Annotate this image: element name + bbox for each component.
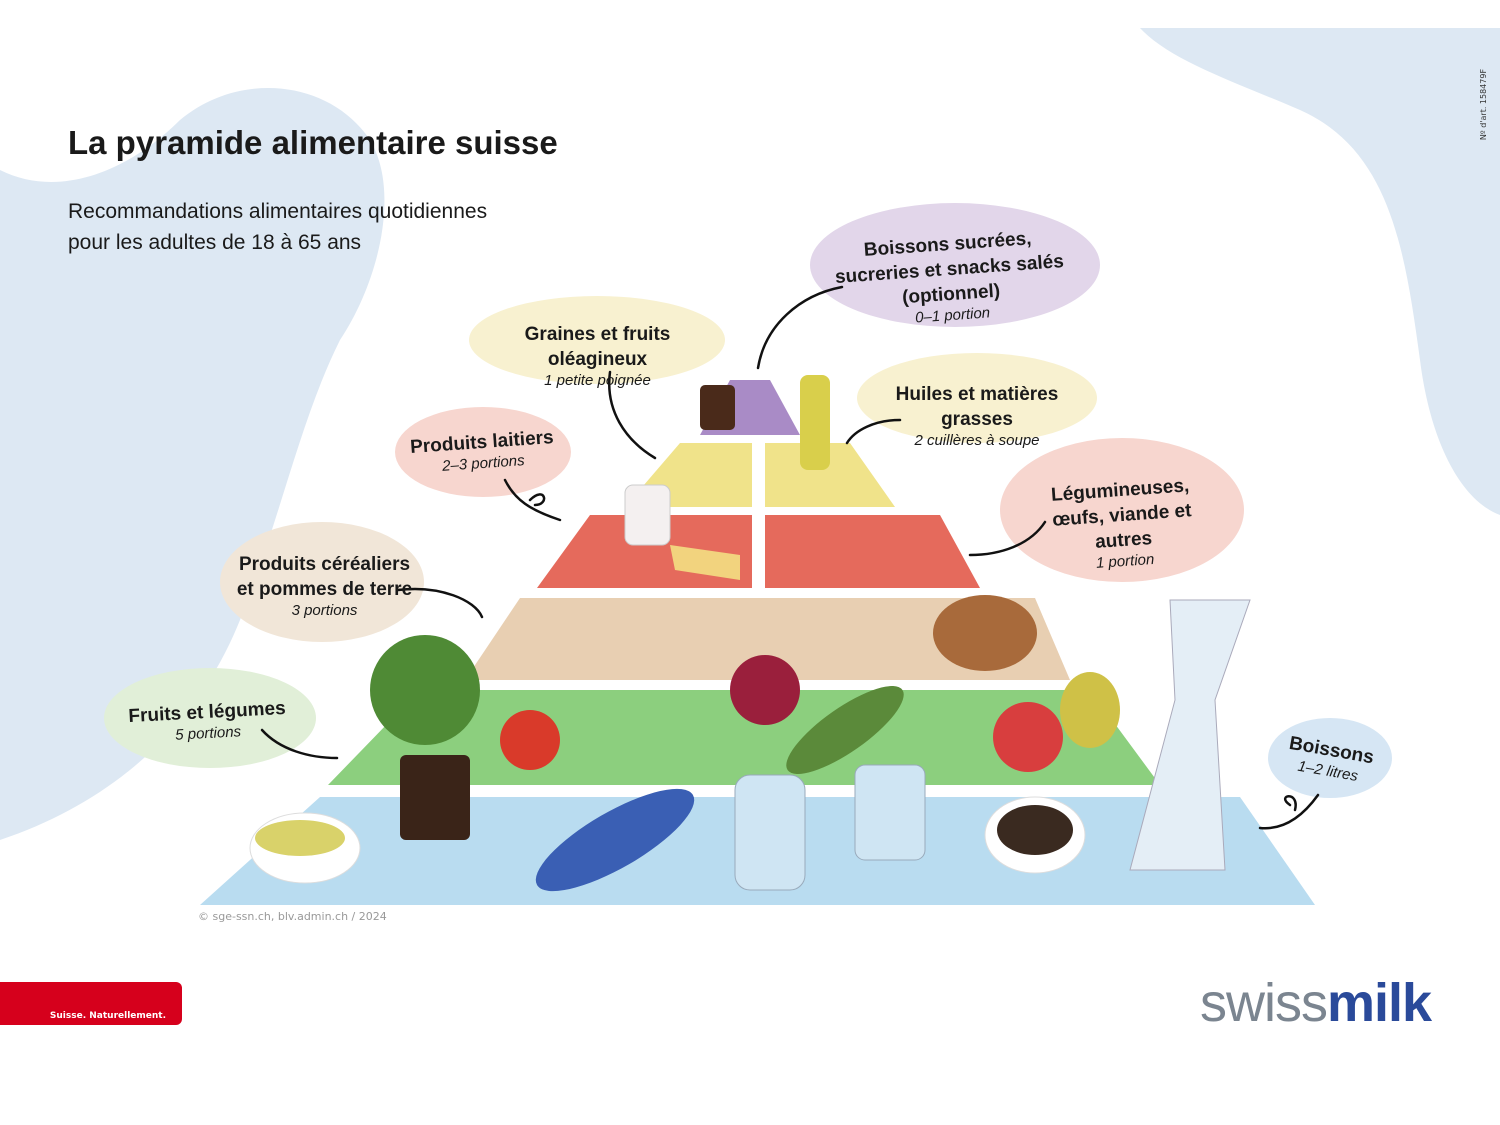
tier-cereals	[465, 598, 1070, 680]
label-title: Graines et fruits oléagineux	[524, 324, 671, 370]
bubble-oils	[857, 353, 1097, 443]
logo-part-milk: milk	[1327, 973, 1432, 1033]
page-subtitle: Recommandations alimentaires quotidienne…	[68, 196, 487, 258]
tagline: Suisse. Naturellement.	[49, 1011, 166, 1021]
swissmilk-logo: swissmilk	[1200, 972, 1432, 1034]
label-portion: 3 portions	[291, 602, 358, 619]
label-portion: 2 cuillères à soupe	[914, 432, 1040, 449]
copyright: © sge-ssn.ch, blv.admin.ch / 2024	[198, 910, 387, 923]
label-oils: Huiles et matières grasses 2 cuillères à …	[862, 382, 1092, 449]
tier-oils	[765, 443, 895, 507]
article-number: Nº d'art. 158479F	[1479, 68, 1489, 141]
bubble-cereals	[220, 522, 424, 642]
logo-part-swiss: swiss	[1200, 973, 1328, 1033]
bubble-fruits	[104, 668, 316, 768]
label-title: Produits céréaliers et pommes de terre	[236, 554, 413, 600]
label-cereals: Produits céréaliers et pommes de terre 3 …	[232, 552, 417, 619]
subtitle-line-1: Recommandations alimentaires quotidienne…	[68, 200, 488, 223]
bubble-drinks	[1268, 718, 1392, 798]
page-title: La pyramide alimentaire suisse	[68, 124, 558, 161]
bubble-protein	[1000, 438, 1244, 582]
background-blob-right	[1140, 28, 1500, 515]
label-title: Légumineuses, œufs, viande et autres	[1050, 475, 1193, 553]
label-nuts: Graines et fruits oléagineux 1 petite poi…	[480, 322, 715, 389]
bubble-sweets	[810, 203, 1100, 327]
label-portion: 1 petite poignée	[544, 372, 651, 389]
background-blob-left	[0, 87, 385, 841]
label-title: Huiles et matières grasses	[895, 384, 1059, 430]
bubble-nuts	[469, 296, 725, 384]
connector-lines	[260, 285, 1320, 830]
tagline-banner: Suisse. Naturellement.	[0, 982, 182, 1025]
subtitle-line-2: pour les adultes de 18 à 65 ans	[68, 231, 362, 254]
tier-protein	[765, 515, 980, 588]
bubble-dairy	[395, 407, 571, 497]
label-sweets: Boissons sucrées, sucreries et snacks sa…	[827, 224, 1073, 333]
